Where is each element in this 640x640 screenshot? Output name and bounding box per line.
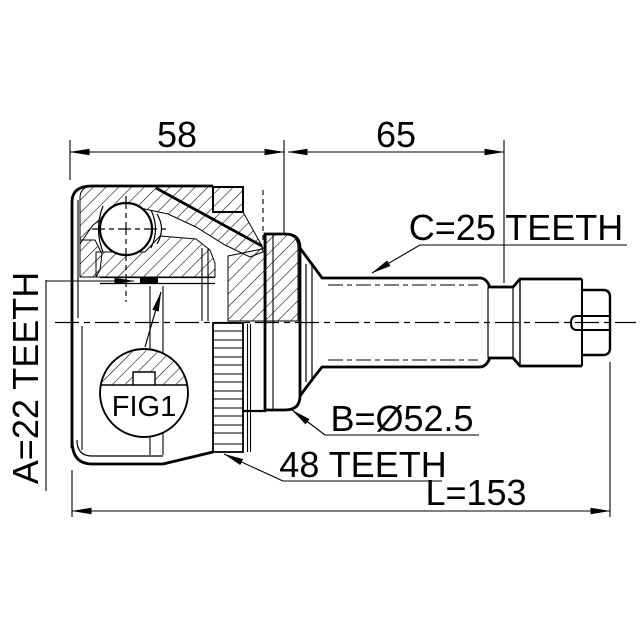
outer-diameter-leader	[291, 409, 326, 436]
fig1-tooth-notch	[132, 371, 156, 385]
shaft-top-profile	[298, 247, 582, 289]
fig1-tooth-hatch	[101, 350, 187, 385]
inner-spline-label: A=22 TEETH	[5, 272, 46, 484]
flange-section-hatch	[265, 233, 299, 322]
fig1-leader	[144, 291, 162, 348]
tone-ring-teeth-strip	[212, 322, 244, 453]
back-wall-hatch	[227, 245, 267, 322]
bell-outline-left-top	[70, 184, 213, 448]
bell-lip-inner-bottom	[76, 439, 163, 457]
bell-outline-bottom	[70, 439, 163, 466]
dimension-annotations: 58 65 L=153 A=22 TEETH C=25 TEETH B=Ø52.…	[5, 114, 627, 517]
fig1-label: FIG1	[112, 391, 176, 423]
bell-bottom-slant	[162, 450, 214, 466]
tone-ring-section	[212, 186, 244, 213]
fig1-detail: FIG1	[99, 291, 189, 438]
fig1-tooth-notch-fill	[133, 372, 155, 385]
ball-bearing	[92, 196, 168, 302]
shaft-spline-label: C=25 TEETH	[409, 207, 623, 248]
shaft-bottom-profile	[298, 356, 582, 397]
outer-diameter-label: B=Ø52.5	[330, 398, 473, 439]
dim-65-label: 65	[376, 114, 416, 155]
bell-back-slant	[155, 186, 263, 248]
abs-ring-teeth-label: 48 TEETH	[279, 444, 446, 485]
overall-length-label: L=153	[425, 472, 526, 513]
dim-58-label: 58	[157, 114, 197, 155]
shaft-spline-leader	[371, 244, 421, 274]
abs-ring-leader	[223, 453, 284, 482]
cotter-pin-slot	[569, 315, 611, 331]
bore-spline-tooth-mark	[140, 277, 158, 284]
